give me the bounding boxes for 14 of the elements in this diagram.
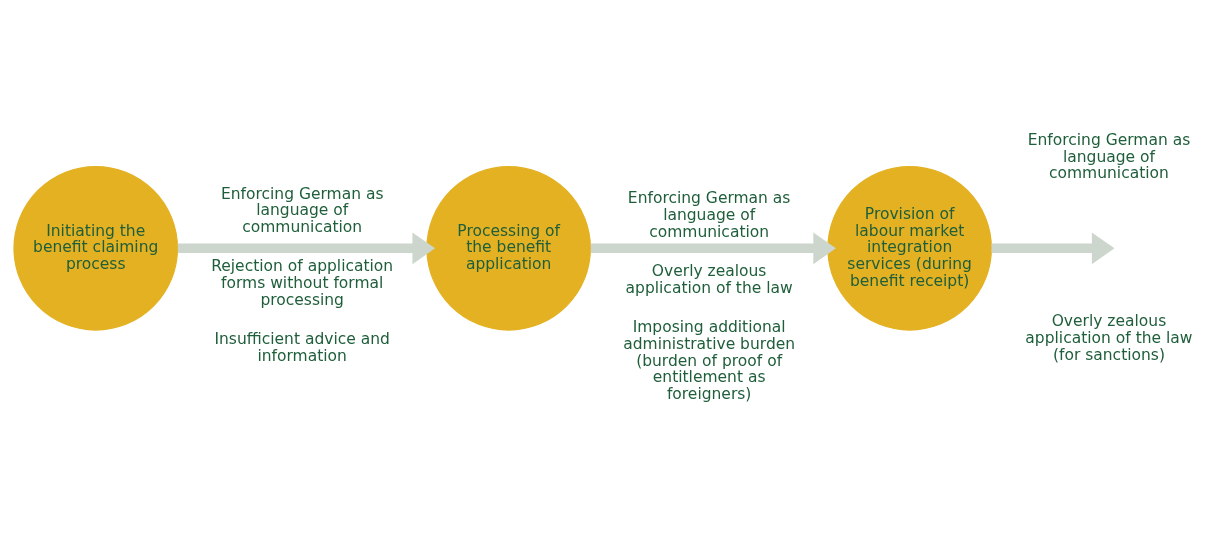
label: Imposing additional administrative burden (burden of proof of entitlement as foreigners) [623,318,796,404]
arrow [991,232,1115,265]
label: Insufficient advice and information [214,330,390,365]
node-circle: Processing of the benefit application [426,165,591,331]
arrow [177,232,436,265]
label: Overly zealous application of the law [625,262,793,297]
label: Enforcing German as language of communication [1027,130,1191,183]
arrow [590,232,836,265]
label: Overly zealous application of the law (for sanctions) [1025,312,1193,364]
node-circle: Provision of labour market integration services (during benefit receipt) [827,165,992,331]
label: Rejection of application forms without formal processing [211,257,394,309]
label: Enforcing German as language of communication [220,184,384,237]
node-circle: Initiating the benefit claiming process [13,165,179,331]
label: Enforcing German as language of communication [627,189,791,241]
